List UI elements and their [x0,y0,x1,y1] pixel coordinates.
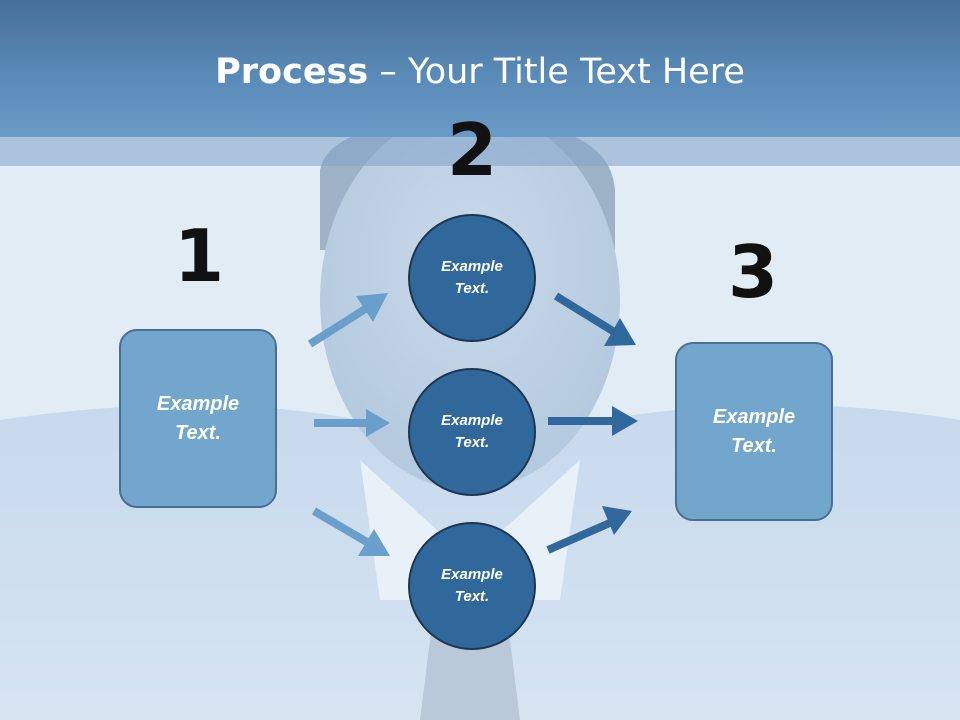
slide-title: Process – Your Title Text Here [0,52,960,92]
arrow-right-down [546,506,632,554]
circle-bottom: Example Text. [408,522,536,650]
title-band [0,0,960,137]
step-number-1: 1 [173,214,225,298]
circle-top: Example Text. [408,214,536,342]
arrow-left-middle [314,409,390,437]
arrow-left-down [311,507,390,556]
step-number-2: 2 [446,108,498,192]
arrow-right-middle [548,406,638,436]
title-bold-text: Process [215,52,369,92]
title-rest-text: – Your Title Text Here [368,52,745,92]
step1-box: Example Text. [119,329,277,508]
circle-middle: Example Text. [408,368,536,496]
title-subband [0,137,960,166]
arrow-right-up [553,292,636,346]
step-number-3: 3 [727,230,779,314]
step3-box: Example Text. [675,342,833,521]
arrow-left-up [307,293,388,348]
